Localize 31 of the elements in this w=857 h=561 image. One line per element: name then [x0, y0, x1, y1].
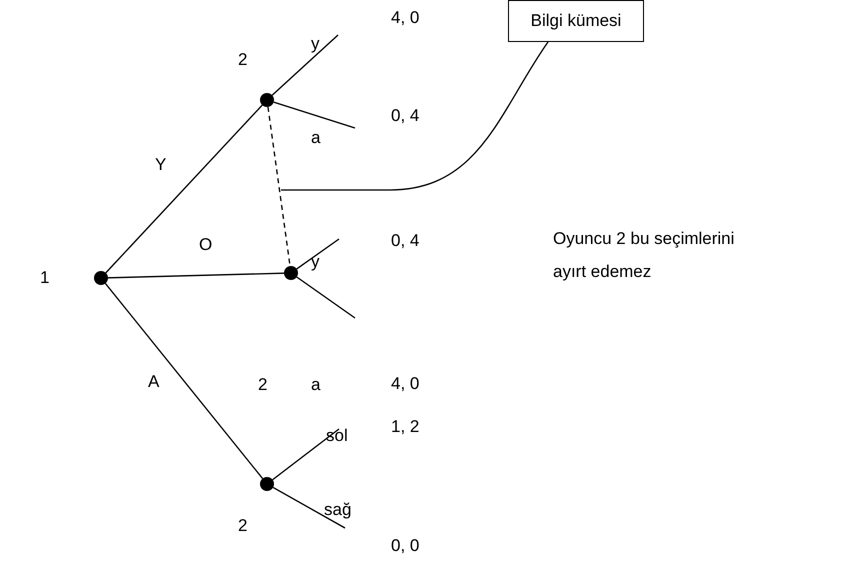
branch-line	[105, 104, 263, 274]
edge-label: Y	[155, 156, 166, 173]
edge-label: A	[148, 373, 160, 390]
edge-label: sağ	[324, 501, 352, 518]
branch-line	[296, 238, 340, 270]
branch-line	[104, 283, 264, 479]
callout-box: Bilgi kümesi	[508, 0, 644, 42]
payoff-label: 0, 4	[339, 227, 420, 255]
note-text: Oyuncu 2 bu seçimlerini ayırt edemez	[553, 228, 736, 283]
branch-line	[272, 34, 338, 96]
edge-label: y	[311, 35, 320, 52]
leader-line	[281, 42, 549, 191]
payoff-label: 4, 0	[355, 316, 420, 398]
player-number: 2	[258, 376, 268, 393]
edge-label: a	[311, 376, 320, 393]
payoff-label: 0, 0	[345, 526, 420, 560]
player-number: 1	[40, 269, 50, 286]
edge-label: a	[311, 129, 320, 146]
branch-line	[273, 102, 356, 129]
branch-line	[272, 486, 346, 529]
player-number: 2	[238, 517, 248, 534]
branch-line	[296, 276, 356, 319]
branch-line	[272, 428, 340, 480]
information-set-line	[267, 106, 291, 266]
edge-label: sol	[326, 427, 348, 444]
edge-label: y	[311, 253, 320, 270]
payoff-label: 0, 4	[355, 102, 420, 130]
edge-label: O	[199, 236, 212, 253]
payoff-label: 4, 0	[338, 4, 420, 37]
player-number: 2	[238, 51, 248, 68]
branch-line	[108, 272, 284, 278]
